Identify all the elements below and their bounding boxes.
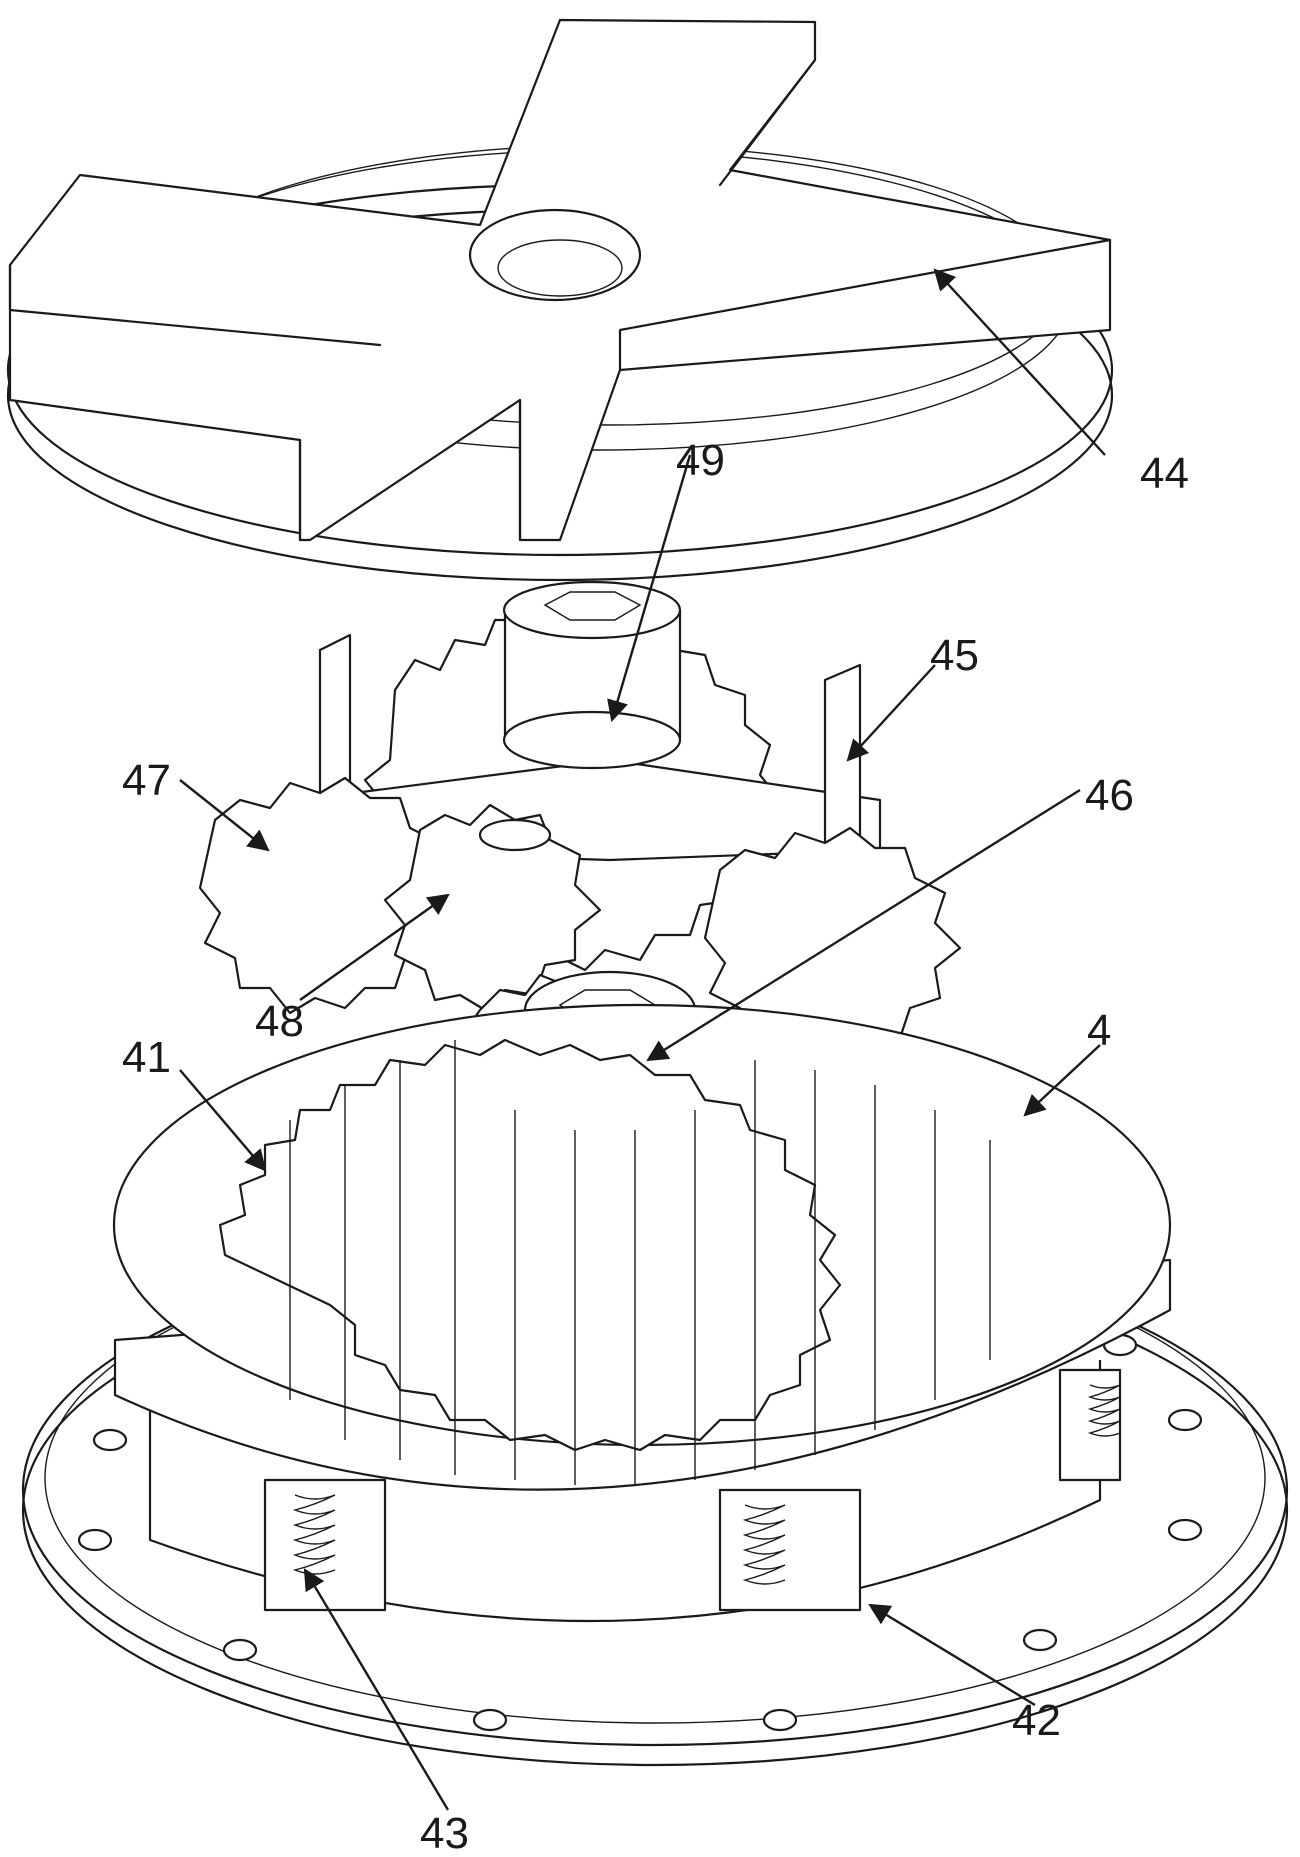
label-4: 4 — [1087, 1006, 1111, 1055]
label-44: 44 — [1140, 449, 1189, 498]
label-46: 46 — [1085, 771, 1134, 820]
label-41: 41 — [122, 1033, 171, 1082]
top-cross-arm-disc — [6, 18, 1114, 582]
ring-gear — [112, 1003, 1172, 1491]
label-43: 43 — [420, 1809, 469, 1857]
planet-carrier-assembly — [198, 580, 962, 1065]
label-42: 42 — [1012, 1696, 1061, 1745]
label-49: 49 — [676, 436, 725, 485]
springs — [292, 1384, 1121, 1585]
label-45: 45 — [930, 631, 979, 680]
label-48: 48 — [255, 997, 304, 1046]
label-47: 47 — [122, 756, 171, 805]
callouts: 44 49 45 47 46 48 4 41 42 43 — [122, 268, 1189, 1857]
